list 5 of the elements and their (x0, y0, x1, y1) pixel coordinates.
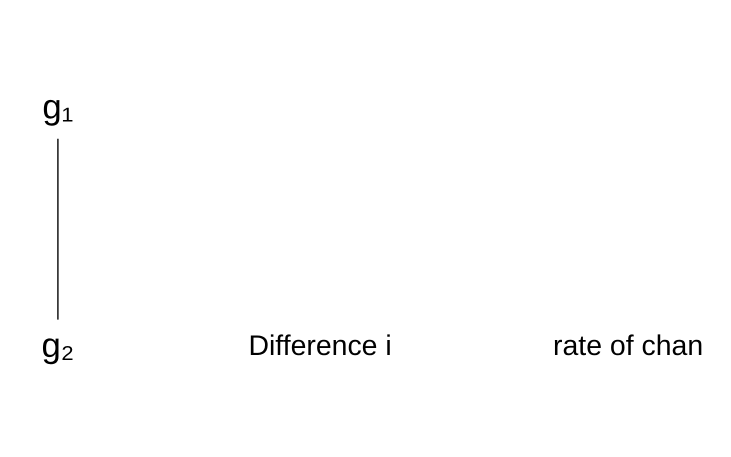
label: rate of chan (553, 330, 704, 362)
node-text: g₁ (42, 88, 74, 126)
node-text: g₂ (41, 326, 74, 365)
label: Difference i (248, 330, 392, 362)
connector (57, 138, 59, 320)
